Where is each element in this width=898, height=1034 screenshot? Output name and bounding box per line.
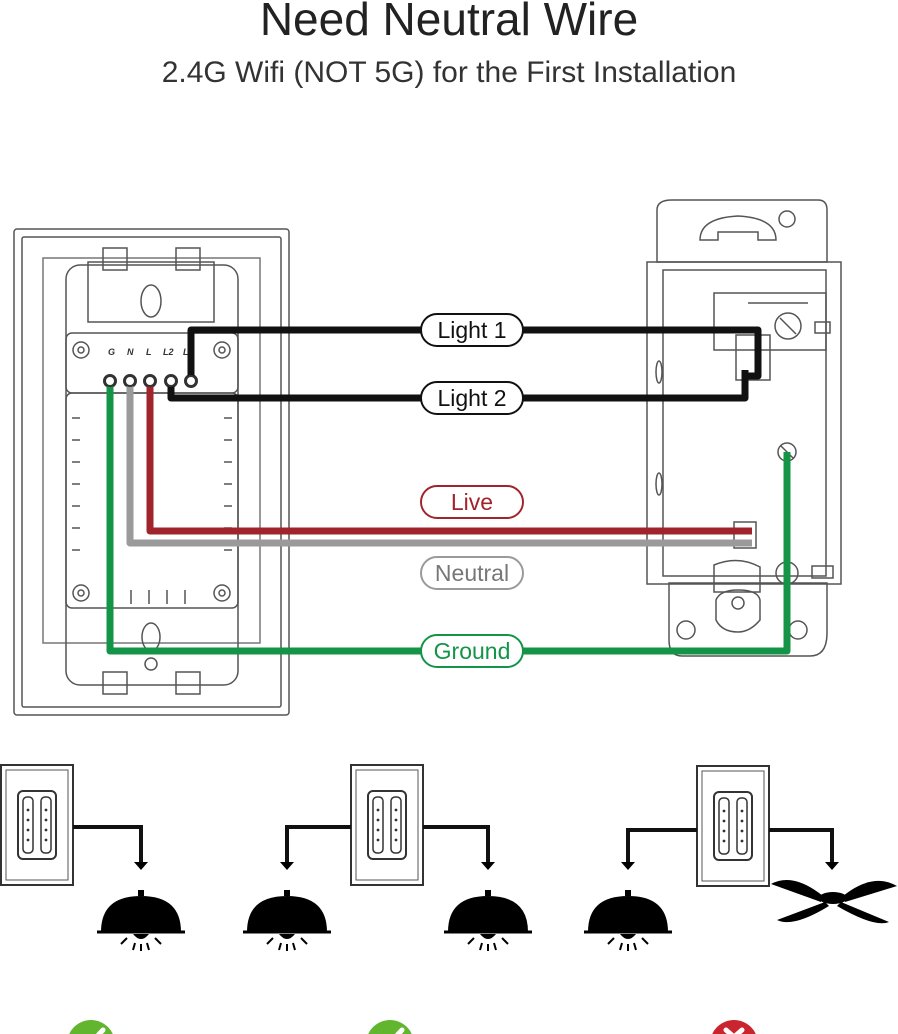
- wire-label-live: Live: [420, 485, 524, 519]
- mini-switch-icon: [696, 765, 770, 887]
- label-light-1: Light 1: [437, 317, 506, 343]
- terminal-l2-label: L2: [163, 347, 174, 357]
- ok-check-icon: [67, 1020, 115, 1034]
- mini-switch-icon: [0, 764, 74, 886]
- switch-module-fins: [72, 417, 232, 604]
- terminal-screw-caps: [104, 375, 197, 387]
- page-subtitle: 2.4G Wifi (NOT 5G) for the First Install…: [161, 56, 737, 89]
- wire-label-light-1: Light 1: [420, 313, 524, 347]
- wire-neutral: [126, 381, 752, 547]
- terminal-g-label: G: [108, 347, 115, 357]
- smart-switch-backplate: [13, 228, 290, 716]
- terminal-labels: G N L L2 L1: [108, 347, 194, 357]
- label-light-2: Light 2: [437, 385, 506, 411]
- page-title: Need Neutral Wire: [259, 0, 639, 45]
- label-live: Live: [451, 489, 493, 515]
- scenario-light-and-fan: [582, 765, 897, 1034]
- ceiling-light-icon: [95, 888, 187, 953]
- ceiling-light-icon: [241, 888, 333, 953]
- mini-switch-icon: [350, 764, 424, 886]
- wire-label-light-2: Light 2: [420, 381, 524, 415]
- ok-check-icon: [366, 1020, 414, 1034]
- wire-label-neutral: Neutral: [420, 556, 524, 590]
- ceiling-light-icon: [582, 888, 674, 953]
- terminal-l-label: L: [146, 347, 152, 357]
- terminal-n-label: N: [127, 347, 134, 357]
- scenario-single-light: [0, 764, 187, 1034]
- label-ground: Ground: [434, 638, 511, 664]
- wire-label-ground: Ground: [420, 634, 524, 668]
- junction-box: [646, 199, 842, 657]
- ceiling-fan-icon: [771, 880, 897, 924]
- ceiling-light-icon: [442, 888, 534, 953]
- not-supported-x-icon: [710, 1020, 758, 1034]
- wire-light-1: [187, 326, 762, 381]
- label-neutral: Neutral: [435, 560, 509, 586]
- wire-live: [146, 381, 752, 535]
- scenario-two-lights: [241, 764, 534, 1034]
